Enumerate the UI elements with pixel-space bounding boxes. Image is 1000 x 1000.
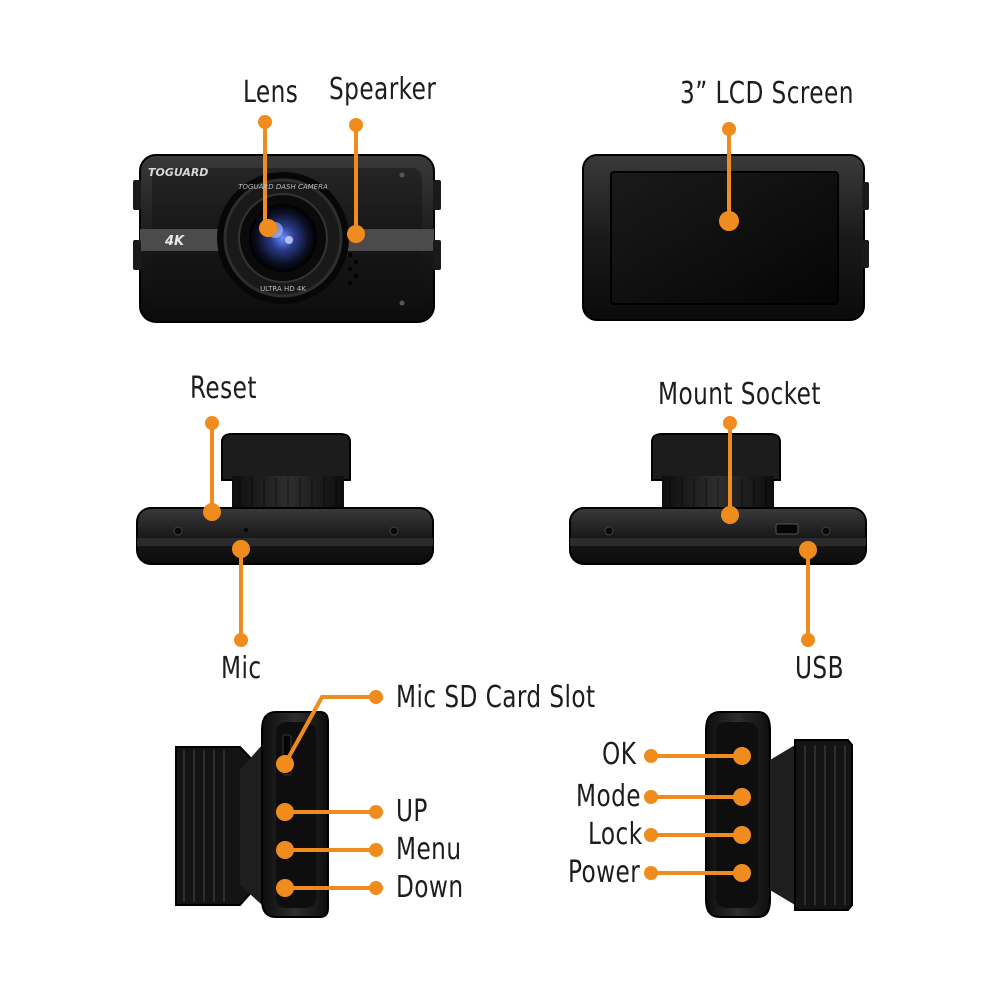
label-speaker: Spearker [329, 72, 437, 107]
label-power: Power [568, 855, 641, 890]
label-up: UP [396, 794, 428, 829]
callout-leaders [210, 120, 810, 890]
label-mode: Mode [576, 779, 641, 814]
lens-ring-text: TOGUARD DASH CAMERA [238, 183, 328, 191]
badge-4k: 4K [164, 234, 185, 249]
label-ok: OK [602, 737, 637, 772]
label-lcd-screen: 3” LCD Screen [680, 76, 854, 111]
label-mic: Mic [221, 651, 262, 686]
camera-top-view-left [136, 433, 434, 565]
brand-logo-text: TOGUARD [148, 166, 208, 179]
label-lens: Lens [243, 75, 299, 110]
callout-dots [203, 115, 817, 897]
label-down: Down [396, 870, 464, 905]
label-sd-card-slot: Mic SD Card Slot [396, 680, 596, 715]
label-mount-socket: Mount Socket [658, 377, 821, 412]
label-usb: USB [795, 651, 844, 686]
lens-bottom-text: ULTRA HD 4K [260, 285, 306, 293]
label-lock: Lock [588, 817, 643, 852]
label-menu: Menu [396, 832, 462, 867]
camera-back-view [582, 154, 869, 321]
camera-top-view-right [569, 433, 867, 565]
camera-side-view-right [705, 711, 853, 918]
label-reset: Reset [190, 371, 257, 406]
